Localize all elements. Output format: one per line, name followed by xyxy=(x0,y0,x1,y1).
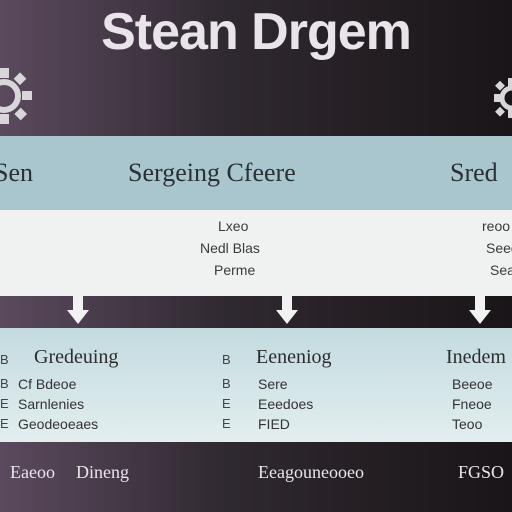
bullet: B xyxy=(222,352,231,367)
footer-label: FGSO xyxy=(458,462,505,482)
column-heading: Eeneniog xyxy=(256,346,332,368)
detail-band: Lxeo Nedl Blas Perme reoo Seed Sea xyxy=(0,210,512,296)
detail-line: Seed xyxy=(486,240,512,256)
detail-line: Sea xyxy=(490,262,512,278)
column-item: Sarnlenies xyxy=(18,396,85,412)
column-item: Cf Bdeoe xyxy=(18,376,77,392)
detail-line: Perme xyxy=(214,262,256,278)
column-item: Fneoe xyxy=(452,396,492,412)
column-item: Eeedoes xyxy=(258,396,314,412)
bullet: B xyxy=(0,352,9,367)
gear-icon xyxy=(0,68,32,124)
footer-label: Eeagouneooeo xyxy=(258,462,364,482)
column-heading: Inedem xyxy=(446,346,506,368)
footer-label: Dineng xyxy=(76,462,129,482)
footer-label: Eaeoo xyxy=(10,462,55,482)
bullet: E xyxy=(222,396,231,411)
page-title: Stean Drgem xyxy=(101,3,412,61)
bullet: E xyxy=(0,396,9,411)
stage-label-left: Sen xyxy=(0,158,33,187)
column-heading: Gredeuing xyxy=(34,346,119,368)
process-band: B Gredeuing B Cf Bdeoe E Sarnlenies E Ge… xyxy=(0,328,512,442)
stage-label-right: Sred xyxy=(450,158,498,187)
column-item: Teoo xyxy=(452,416,483,432)
detail-line: reoo xyxy=(482,218,511,234)
column-item: Beeoe xyxy=(452,376,493,392)
column-item: FIED xyxy=(258,416,290,432)
bullet: B xyxy=(0,376,9,391)
bullet: E xyxy=(0,416,9,431)
detail-line: Nedl Blas xyxy=(200,240,260,256)
column-item: Geodeoeaes xyxy=(18,416,99,432)
gear-icon xyxy=(494,78,512,118)
bullet: E xyxy=(222,416,231,431)
stage-label-center: Sergeing Cfeere xyxy=(128,158,296,187)
detail-line: Lxeo xyxy=(218,218,249,234)
stage-header-band: Sen Sergeing Cfeere Sred xyxy=(0,136,512,210)
footer-band: Eaeoo Dineng Eeagouneooeo FGSO xyxy=(0,450,512,512)
column-item: Sere xyxy=(258,376,288,392)
bullet: B xyxy=(222,376,231,391)
